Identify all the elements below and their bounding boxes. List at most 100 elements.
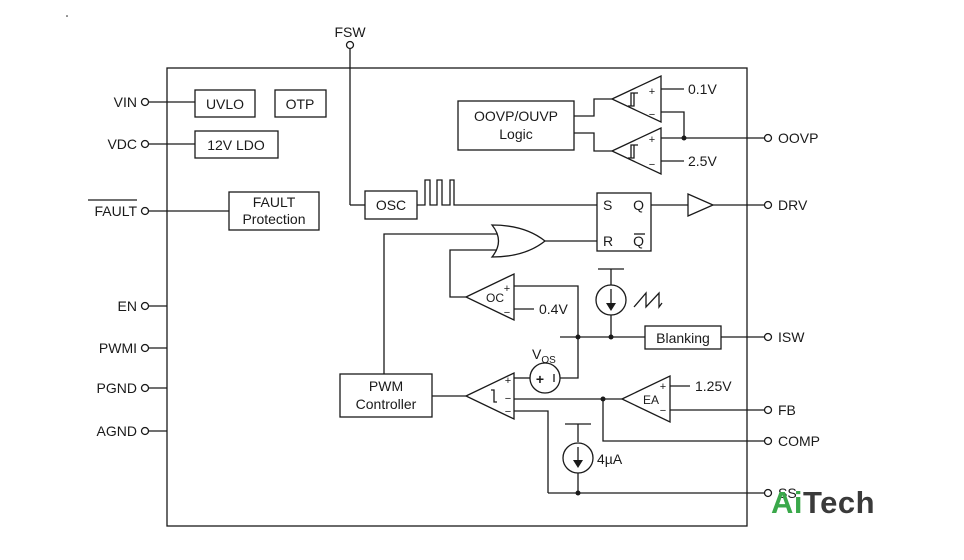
pwm-comp-symbol [491,389,497,403]
pin-label-vdc: VDC [107,136,137,152]
ff-q-label: Q [633,197,644,213]
wire-logic-comp2 [574,132,612,152]
wire-pwm-to-or [383,233,497,374]
blanking-label: Blanking [656,330,710,346]
pwm-comp-plus: + [505,375,511,387]
pin-group-pwmi: PWMI [99,340,167,356]
fault-protection-line1: FAULT [253,194,296,210]
pin-isw[interactable] [763,332,773,342]
comp2-minus: − [649,159,655,171]
pin-agnd[interactable] [140,426,150,436]
sr-flipflop [596,192,652,252]
current-source-label: 4µA [597,451,623,467]
comp1-plus: + [649,86,655,98]
pin-ss[interactable] [763,488,773,498]
fault-protection-block [228,191,320,231]
oovp-logic-line1: OOVP/OUVP [474,108,558,124]
watermark-ai: Ai [771,485,803,520]
junction-isw-2 [608,334,614,340]
pin-comp[interactable] [763,436,773,446]
oovp-comparator-1 [610,74,662,124]
pin-fb[interactable] [763,405,773,415]
pwm-comparator [464,371,515,421]
pin-group-pgnd: PGND [97,380,167,396]
wire-oc-plus [514,285,579,337]
pulse-train-icon [417,179,597,206]
otp-label: OTP [286,96,315,112]
pin-label-oovp: OOVP [778,130,818,146]
wire-logic-comp1 [574,98,612,117]
oc-ref-label: 0.4V [539,301,568,317]
oc-minus: − [504,307,510,319]
ea-amplifier [620,374,671,424]
pin-pgnd[interactable] [140,383,150,393]
ref-top-label: 0.1V [688,81,717,97]
wire-oovp-net [661,111,685,138]
pin-label-isw: ISW [778,329,805,345]
ss-source-arrow-head [573,460,583,468]
vos-label: VOS [532,346,556,366]
ic-outline [166,67,748,527]
watermark-logo: AiTech [771,485,875,520]
pin-label-fb: FB [778,402,796,418]
sawtooth-icon [633,291,663,309]
oc-plus: + [504,283,510,295]
ldo-block [194,130,279,159]
pin-pwmi[interactable] [140,343,150,353]
pwm-comp-minus1: − [505,393,511,405]
pin-en[interactable] [140,301,150,311]
ref-bottom-label: 2.5V [688,153,717,169]
ea-plus: + [660,381,666,393]
pin-label-comp: COMP [778,433,820,449]
drv-buffer [687,193,715,217]
wire-comp [602,399,764,442]
ff-s-label: S [603,197,612,213]
hysteresis-icon-2 [628,144,638,159]
pin-label-fsw: FSW [334,24,366,40]
vos-main: V [532,346,542,362]
pin-label-fault: FAULT [94,203,137,219]
pin-oovp[interactable] [763,133,773,143]
pin-vin[interactable] [140,97,150,107]
pin-fsw[interactable] [345,40,355,50]
ff-qbar-label: Q [633,233,644,249]
ea-label: EA [643,393,659,407]
pin-label-pwmi: PWMI [99,340,137,356]
pin-group-en: EN [118,298,167,314]
wire-vos-right [560,337,579,379]
pin-group-vin: VIN [114,94,195,110]
pin-vdc[interactable] [140,139,150,149]
ldo-label: 12V LDO [207,137,265,153]
comp1-minus: − [649,109,655,121]
pin-label-agnd: AGND [97,423,137,439]
stray-dot [66,15,68,17]
uvlo-label: UVLO [206,96,244,112]
hysteresis-icon-1 [628,92,638,107]
pin-fault[interactable] [140,206,150,216]
ea-minus: − [660,405,666,417]
uvlo-block [194,89,256,118]
otp-block [274,89,327,118]
ff-r-label: R [603,233,613,249]
oc-comparator [464,272,515,322]
osc-label: OSC [376,197,406,213]
vos-sub: OS [541,355,556,366]
comp2-plus: + [649,134,655,146]
pin-label-en: EN [118,298,137,314]
watermark-tech: Tech [803,485,875,520]
oovp-logic-block [457,100,575,151]
pwm-controller-line2: Controller [356,396,417,412]
pin-group-agnd: AGND [97,423,167,439]
pin-drv[interactable] [763,200,773,210]
pin-label-ss: SS [778,485,797,501]
pin-label-pgnd: PGND [97,380,137,396]
or-gate [490,224,547,258]
vos-voltage-source [529,362,561,394]
junction-ss [575,490,581,496]
ea-ref-label: 1.25V [695,378,732,394]
oovp-comparator-2 [610,126,662,176]
oovp-logic-line2: Logic [499,126,532,142]
pwm-controller-line1: PWM [369,378,403,394]
pin-label-drv: DRV [778,197,808,213]
